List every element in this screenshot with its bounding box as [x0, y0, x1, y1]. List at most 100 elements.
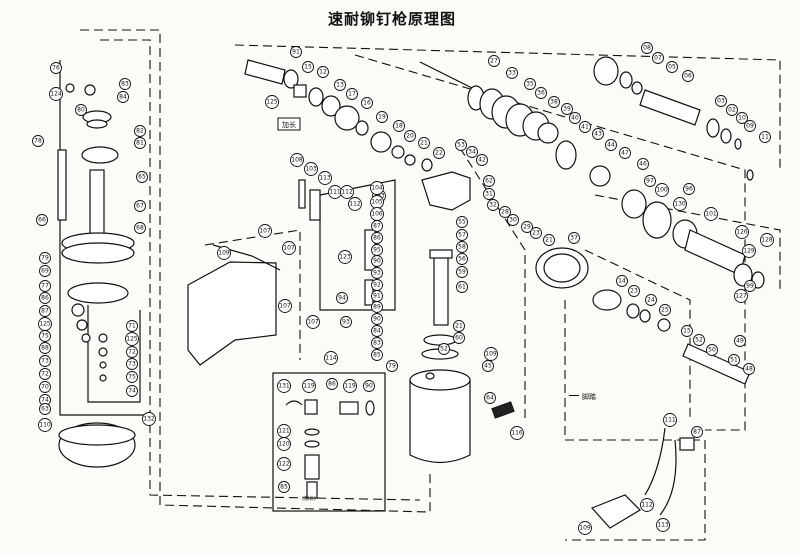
- part-callout: 124: [49, 87, 63, 101]
- callout-circle: [616, 275, 628, 287]
- part-callout: 71: [126, 320, 138, 332]
- part-callout: 107: [306, 315, 320, 329]
- callout-circle: [655, 183, 669, 197]
- callout-circle: [278, 481, 290, 493]
- part-callout: 29: [521, 221, 533, 233]
- callout-circle: [706, 344, 718, 356]
- callout-circle: [535, 87, 547, 99]
- callout-circle: [290, 46, 302, 58]
- callout-number: 119: [344, 383, 356, 390]
- callout-number: 70: [41, 384, 49, 391]
- callout-number: 75: [128, 374, 136, 381]
- callout-circle: [453, 320, 465, 332]
- callout-number: 114: [325, 355, 337, 362]
- callout-circle: [734, 335, 746, 347]
- callout-number: 85: [280, 484, 288, 491]
- callout-circle: [663, 413, 677, 427]
- callout-number: 66: [38, 217, 46, 224]
- callout-number: 131: [278, 383, 290, 390]
- part-callout: 02: [726, 104, 738, 116]
- callout-circle: [484, 392, 496, 404]
- callout-circle: [456, 253, 468, 265]
- callout-circle: [659, 304, 671, 316]
- callout-number: 86: [41, 295, 49, 302]
- callout-circle: [32, 135, 44, 147]
- callout-circle: [455, 139, 467, 151]
- callout-circle: [393, 120, 405, 132]
- callout-number: 84: [373, 328, 381, 335]
- callout-number: 57: [458, 232, 466, 239]
- part-callout: 91: [290, 46, 302, 58]
- callout-circle: [499, 206, 511, 218]
- callout-circle: [39, 403, 51, 415]
- part-callout: 107: [282, 241, 296, 255]
- part-callout: 90: [371, 313, 383, 325]
- callout-number: 12: [319, 69, 327, 76]
- part-callout: 65: [136, 171, 148, 183]
- part-callout: 57: [456, 229, 468, 241]
- part-callout: 66: [36, 214, 48, 226]
- callout-number: 75: [41, 333, 49, 340]
- callout-number: 110: [39, 422, 51, 429]
- part-callout: 90: [371, 255, 383, 267]
- part-callout: 113: [318, 171, 332, 185]
- callout-number: 112: [349, 201, 361, 208]
- callout-circle: [258, 224, 272, 238]
- part-callout: 89: [371, 301, 383, 313]
- callout-circle: [521, 221, 533, 233]
- part-callout: 70: [39, 381, 51, 393]
- part-callout: 31: [483, 188, 495, 200]
- callout-circle: [510, 426, 524, 440]
- callout-number: 40: [571, 115, 579, 122]
- nose-assembly-parts: 加长: [244, 59, 433, 172]
- part-callout: 60: [453, 332, 465, 344]
- part-callout: 109: [217, 246, 231, 260]
- diagram-title: 速耐铆钉枪原理图: [328, 10, 456, 28]
- callout-number: 95: [373, 247, 381, 254]
- part-callout: 56: [456, 253, 468, 265]
- part-callout: 37: [568, 232, 580, 244]
- callout-circle: [338, 250, 352, 264]
- part-callout: 74: [126, 385, 138, 397]
- part-callout: 87: [691, 426, 703, 438]
- part-callout: 79: [386, 360, 398, 372]
- callout-circle: [760, 233, 774, 247]
- callout-number: 34: [468, 149, 476, 156]
- callout-circle: [371, 220, 383, 232]
- callout-number: 56: [458, 256, 466, 263]
- callout-circle: [548, 96, 560, 108]
- callout-circle: [482, 360, 494, 372]
- part-callout: 128: [760, 233, 774, 247]
- callout-circle: [404, 130, 416, 142]
- callout-number: 91: [292, 49, 300, 56]
- part-callout: 132: [142, 412, 156, 426]
- callout-number: 27: [490, 58, 498, 65]
- callout-number: 14: [618, 278, 626, 285]
- callout-circle: [579, 121, 591, 133]
- callout-circle: [371, 349, 383, 361]
- callout-circle: [466, 146, 478, 158]
- callout-circle: [484, 347, 498, 361]
- callout-circle: [126, 371, 138, 383]
- callout-circle: [361, 97, 373, 109]
- part-callout: 40: [569, 112, 581, 124]
- callout-number: 108: [291, 157, 303, 164]
- callout-circle: [645, 294, 657, 306]
- callout-circle: [561, 103, 573, 115]
- callout-circle: [734, 289, 748, 303]
- callout-circle: [456, 241, 468, 253]
- part-callout: 131: [277, 379, 291, 393]
- callout-circle: [652, 52, 664, 64]
- callout-circle: [343, 379, 357, 393]
- part-callout: 33: [506, 67, 518, 79]
- callout-circle: [39, 368, 51, 380]
- callout-number: 48: [745, 366, 753, 373]
- callout-number: 02: [728, 107, 736, 114]
- valve-parts: [592, 189, 765, 385]
- callout-number: 42: [478, 157, 486, 164]
- callout-number: 82: [136, 128, 144, 135]
- callout-circle: [507, 214, 519, 226]
- part-callout: 105: [370, 195, 384, 209]
- callout-number: 128: [761, 237, 773, 244]
